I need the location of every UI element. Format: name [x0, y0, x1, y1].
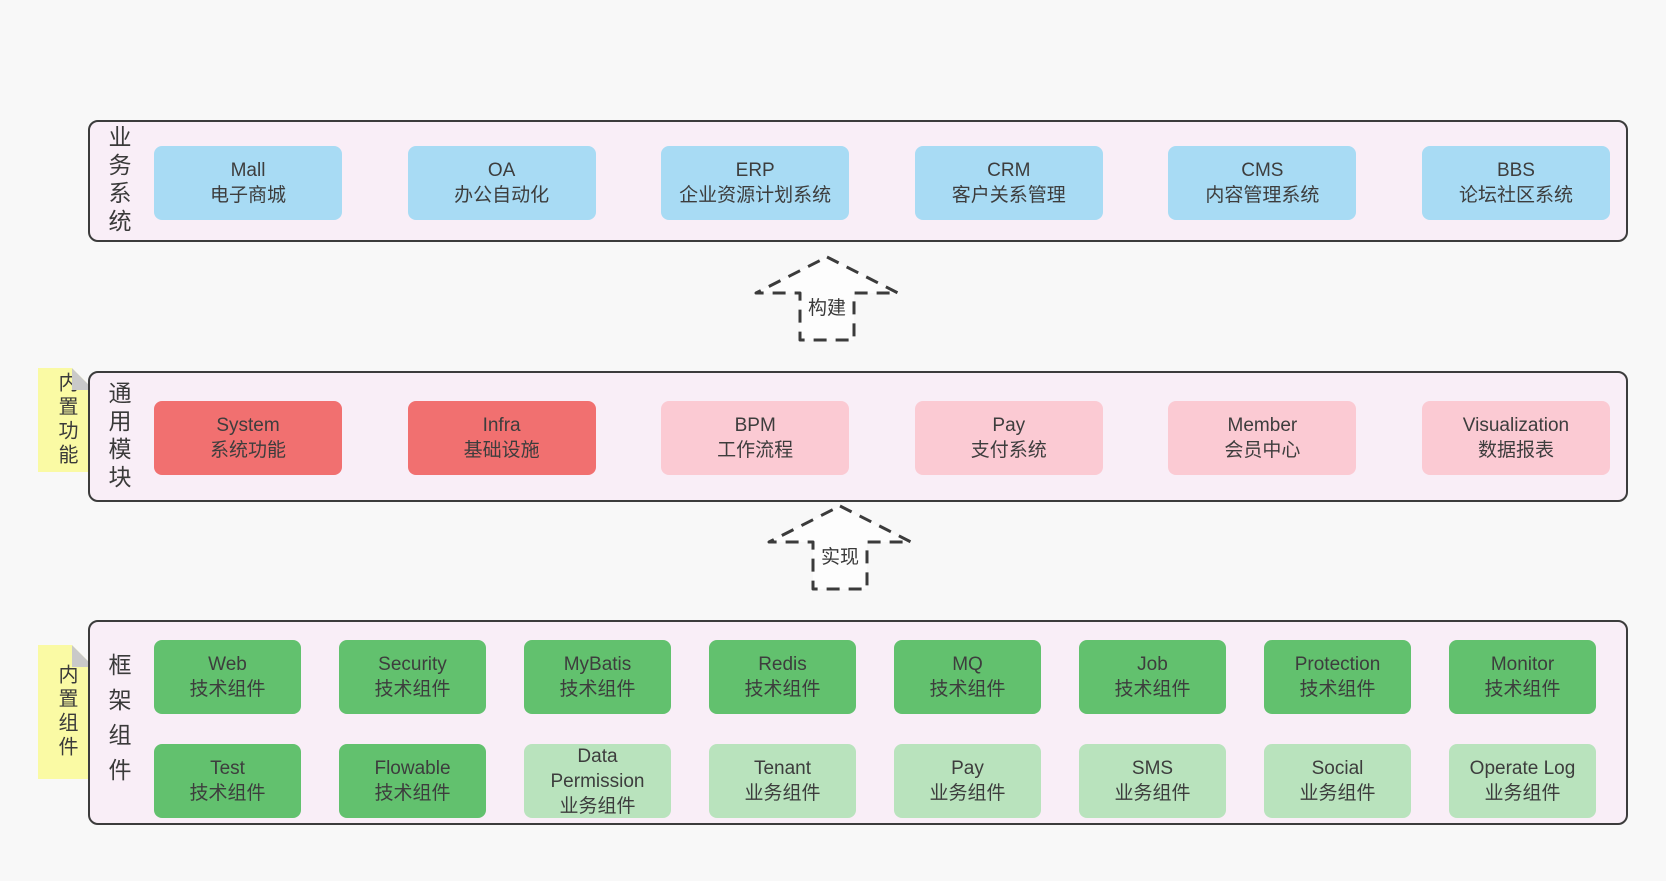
build-arrow: 构建 [752, 254, 902, 344]
build-arrow-label: 构建 [804, 292, 850, 321]
panel-title-framework-components: 框架组件 [105, 652, 131, 793]
box-redis: Redis 技术组件 [709, 640, 856, 714]
framework-components-panel: 框架组件 Web 技术组件 Security 技术组件 MyBatis 技术组件… [88, 620, 1628, 825]
implement-arrow-label: 实现 [817, 541, 863, 570]
sticky-label: 内置组件 [55, 664, 77, 760]
box-bbs: BBS 论坛社区系统 [1421, 146, 1610, 220]
box-member: Member 会员中心 [1168, 401, 1357, 475]
panel-title-common-modules: 通用模块 [105, 380, 131, 493]
box-sms: SMS 业务组件 [1079, 744, 1226, 818]
box-erp: ERP 企业资源计划系统 [661, 146, 850, 220]
panel-title-business-systems: 业务系统 [105, 125, 131, 237]
box-data-permission: Data Permission 业务组件 [524, 744, 671, 818]
box-pay-module: Pay 支付系统 [914, 401, 1103, 475]
box-social: Social 业务组件 [1264, 744, 1411, 818]
box-protection: Protection 技术组件 [1264, 640, 1411, 714]
sticky-note-built-in-components: 内置组件 [38, 645, 94, 779]
business-systems-panel: 业务系统 Mall 电子商城 OA 办公自动化 ERP 企业资源计划系统 CRM… [88, 120, 1628, 242]
box-web: Web 技术组件 [154, 640, 301, 714]
box-test: Test 技术组件 [154, 744, 301, 818]
box-mq: MQ 技术组件 [894, 640, 1041, 714]
business-box-row: Mall 电子商城 OA 办公自动化 ERP 企业资源计划系统 CRM 客户关系… [154, 146, 1610, 220]
box-mall: Mall 电子商城 [154, 146, 342, 220]
box-visualization: Visualization 数据报表 [1421, 401, 1610, 475]
sticky-note-built-in-functions: 内置功能 [38, 368, 94, 472]
modules-box-row: System 系统功能 Infra 基础设施 BPM 工作流程 Pay 支付系统… [154, 401, 1610, 475]
framework-box-row-2: Test 技术组件 Flowable 技术组件 Data Permission … [154, 744, 1596, 818]
box-crm: CRM 客户关系管理 [914, 146, 1103, 220]
framework-box-row-1: Web 技术组件 Security 技术组件 MyBatis 技术组件 Redi… [154, 640, 1596, 714]
box-bpm: BPM 工作流程 [661, 401, 850, 475]
box-pay-component: Pay 业务组件 [894, 744, 1041, 818]
box-oa: OA 办公自动化 [407, 146, 596, 220]
box-security: Security 技术组件 [339, 640, 486, 714]
box-system: System 系统功能 [154, 401, 342, 475]
box-mybatis: MyBatis 技术组件 [524, 640, 671, 714]
box-operate-log: Operate Log 业务组件 [1449, 744, 1596, 818]
box-infra: Infra 基础设施 [407, 401, 596, 475]
common-modules-panel: 通用模块 System 系统功能 Infra 基础设施 BPM 工作流程 Pay… [88, 371, 1628, 502]
box-flowable: Flowable 技术组件 [339, 744, 486, 818]
implement-arrow: 实现 [765, 503, 915, 593]
box-job: Job 技术组件 [1079, 640, 1226, 714]
box-monitor: Monitor 技术组件 [1449, 640, 1596, 714]
sticky-label: 内置功能 [55, 372, 77, 468]
box-cms: CMS 内容管理系统 [1168, 146, 1357, 220]
box-tenant: Tenant 业务组件 [709, 744, 856, 818]
